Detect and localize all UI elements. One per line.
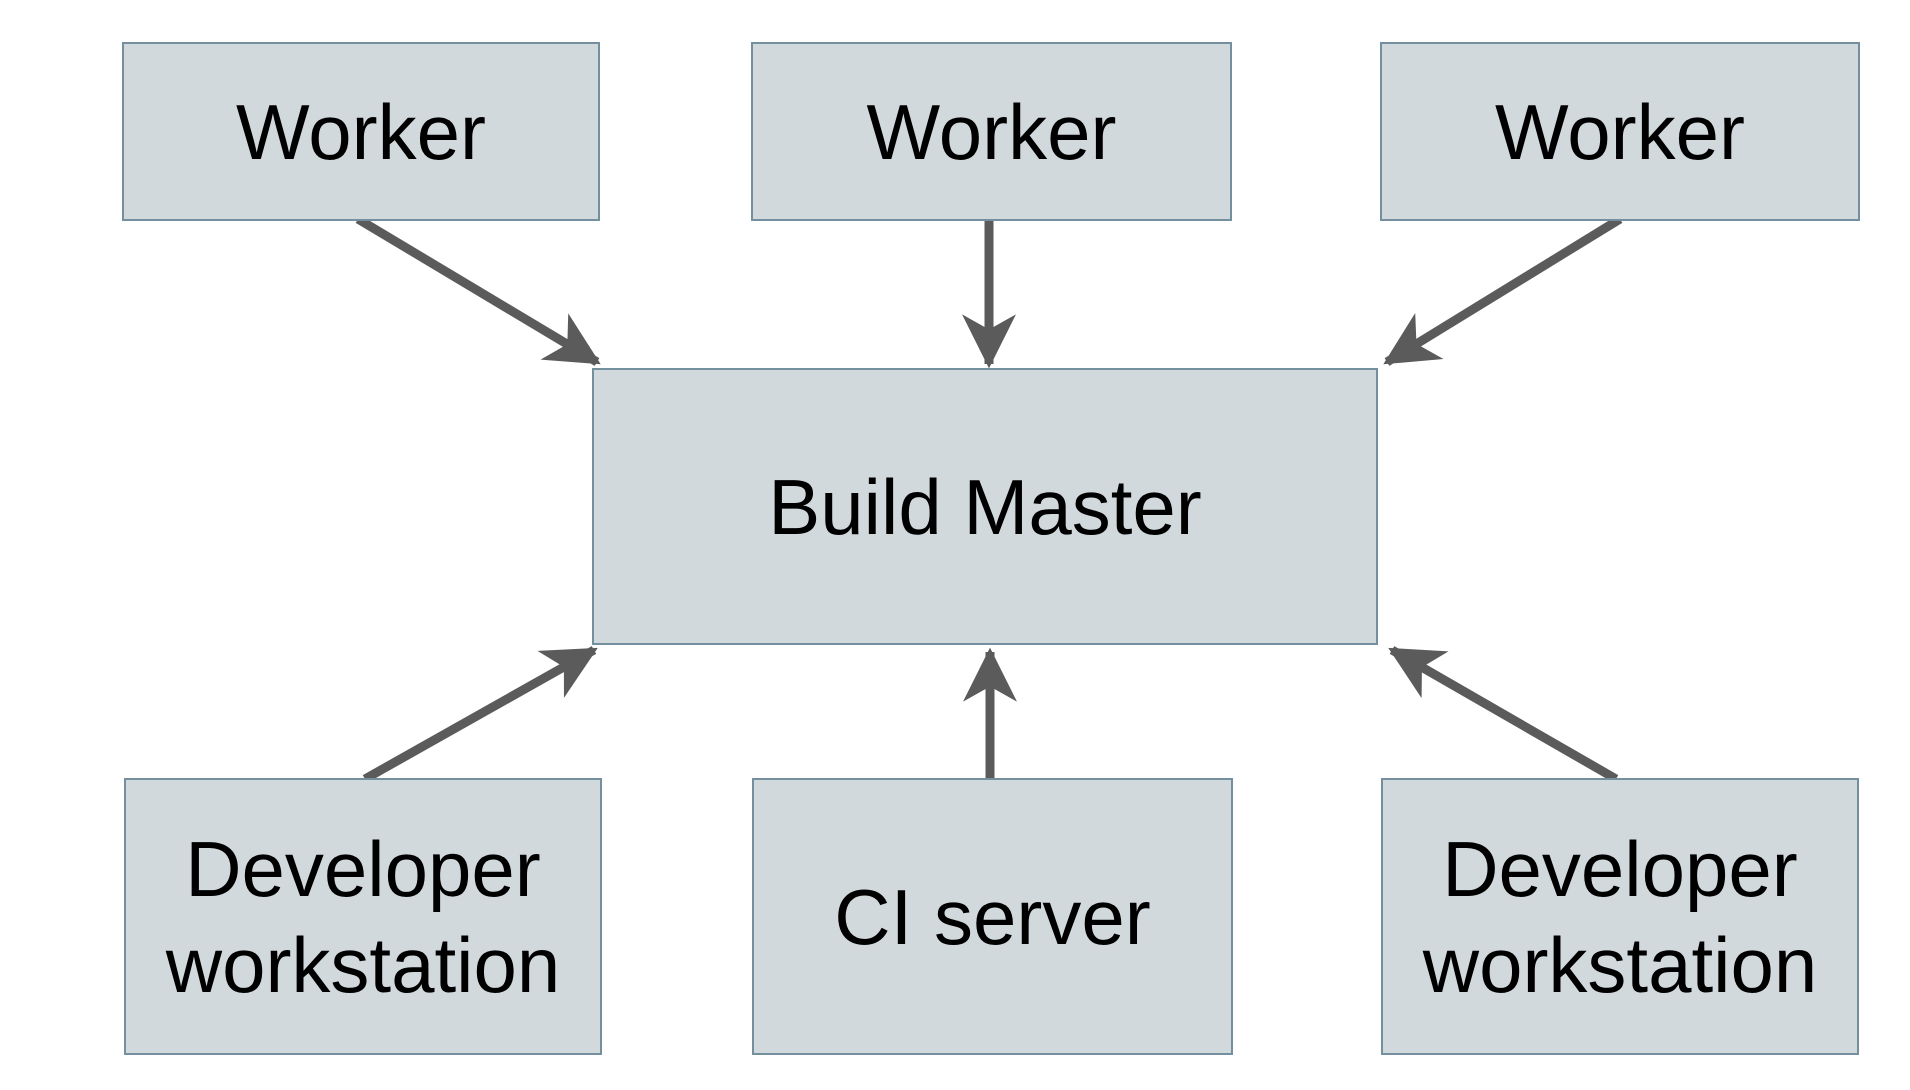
arrow-worker1-to-build-master [355,215,601,366]
node-ci-server: CI server [752,778,1233,1055]
node-worker-2-label: Worker [866,87,1117,176]
node-developer-workstation-left: Developer workstation [124,778,602,1055]
node-worker-1-label: Worker [236,87,486,176]
node-developer-workstation-right-label: Developer workstation [1422,824,1818,1009]
node-build-master-label: Build Master [768,462,1202,551]
arrow-worker3-to-build-master [1383,215,1623,366]
node-worker-2: Worker [751,42,1232,221]
node-build-master: Build Master [592,368,1378,645]
arrow-dev-workstation-right-to-build-master [1388,646,1619,783]
node-worker-1: Worker [122,42,600,221]
node-worker-3-label: Worker [1495,87,1745,176]
node-worker-3: Worker [1380,42,1860,221]
node-developer-workstation-left-label: Developer workstation [165,824,561,1009]
node-ci-server-label: CI server [834,872,1151,961]
node-developer-workstation-right: Developer workstation [1381,778,1859,1055]
arrow-dev-workstation-left-to-build-master [362,646,598,783]
